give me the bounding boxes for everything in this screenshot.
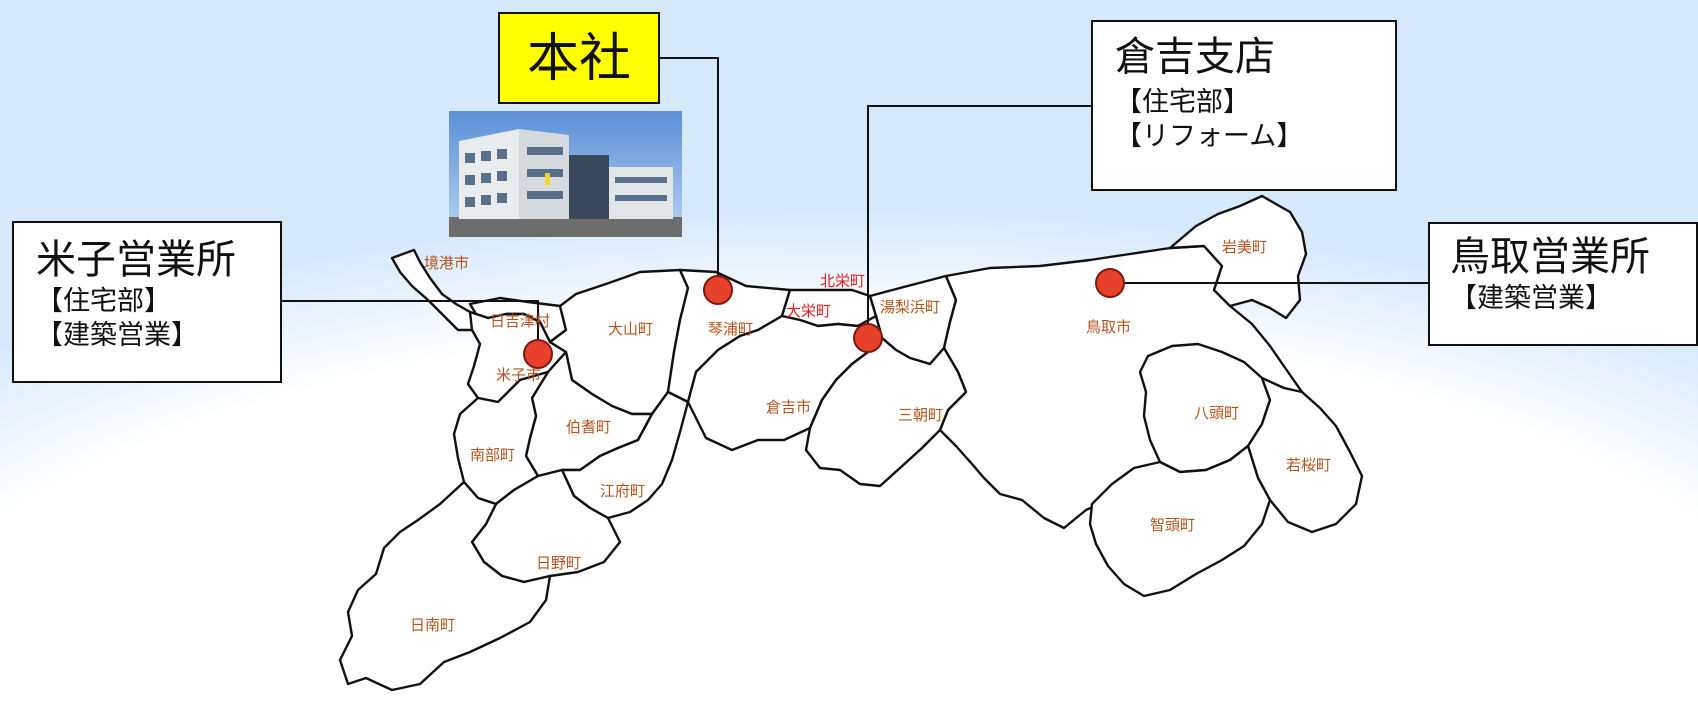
- muni-chizu: [1088, 444, 1272, 598]
- office-hq-title: 本社: [526, 29, 631, 89]
- office-pin-hq[interactable]: [703, 275, 733, 305]
- office-yonago-dept-2: 【建築営業】: [36, 320, 198, 351]
- label-hiezu: 日吉津村: [490, 312, 550, 330]
- label-daisen: 大山町: [608, 320, 653, 338]
- office-kurayoshi-dept-1: 【住宅部】: [1115, 87, 1250, 118]
- office-box-hq[interactable]: 本社: [498, 12, 660, 104]
- office-yonago-title: 米子営業所: [36, 237, 236, 283]
- label-misasa: 三朝町: [898, 406, 943, 424]
- office-yonago-dept-1: 【住宅部】: [36, 286, 171, 317]
- label-kofu: 江府町: [600, 482, 645, 500]
- leader-line-hq: [660, 57, 719, 290]
- office-kurayoshi-title: 倉吉支店: [1115, 34, 1275, 80]
- label-hino: 日野町: [536, 554, 581, 572]
- label-kotoura: 琴浦町: [708, 320, 753, 338]
- office-kurayoshi-dept-2: 【リフォーム】: [1115, 121, 1304, 152]
- office-pin-yonago[interactable]: [523, 339, 553, 369]
- office-box-tottori[interactable]: 鳥取営業所 【建築営業】: [1428, 222, 1698, 346]
- label-wakasa: 若桜町: [1286, 456, 1331, 474]
- label-yurihama: 湯梨浜町: [880, 298, 940, 316]
- label-hoki: 伯耆町: [566, 418, 611, 436]
- leader-line-kurayoshi: [867, 105, 1091, 338]
- label-kurayoshi: 倉吉市: [766, 398, 811, 416]
- label-sakaiminato: 境港市: [424, 254, 469, 272]
- hq-building-photo: [449, 111, 682, 237]
- office-box-kurayoshi[interactable]: 倉吉支店 【住宅部】 【リフォーム】: [1091, 20, 1397, 191]
- label-yazu: 八頭町: [1194, 404, 1239, 422]
- label-nichinan: 日南町: [410, 616, 455, 634]
- office-pin-tottori[interactable]: [1095, 268, 1125, 298]
- muni-iwami: [1168, 194, 1308, 320]
- office-tottori-title: 鳥取営業所: [1450, 234, 1650, 280]
- office-box-yonago[interactable]: 米子営業所 【住宅部】 【建築営業】: [12, 221, 282, 383]
- muni-nichinan: [338, 480, 552, 692]
- office-pin-kurayoshi[interactable]: [853, 323, 883, 353]
- label-daiei: 大栄町: [786, 302, 831, 320]
- leader-line-yonago: [282, 300, 539, 354]
- label-hokuei: 北栄町: [820, 272, 865, 290]
- label-nanbu: 南部町: [470, 446, 515, 464]
- label-tottori: 鳥取市: [1086, 318, 1131, 336]
- muni-kurayoshi: [686, 314, 884, 452]
- label-yonago: 米子市: [496, 366, 541, 384]
- label-chizu: 智頭町: [1150, 516, 1195, 534]
- muni-wakasa: [1246, 376, 1364, 534]
- label-iwami: 岩美町: [1222, 238, 1267, 256]
- office-tottori-dept-1: 【建築営業】: [1450, 283, 1612, 314]
